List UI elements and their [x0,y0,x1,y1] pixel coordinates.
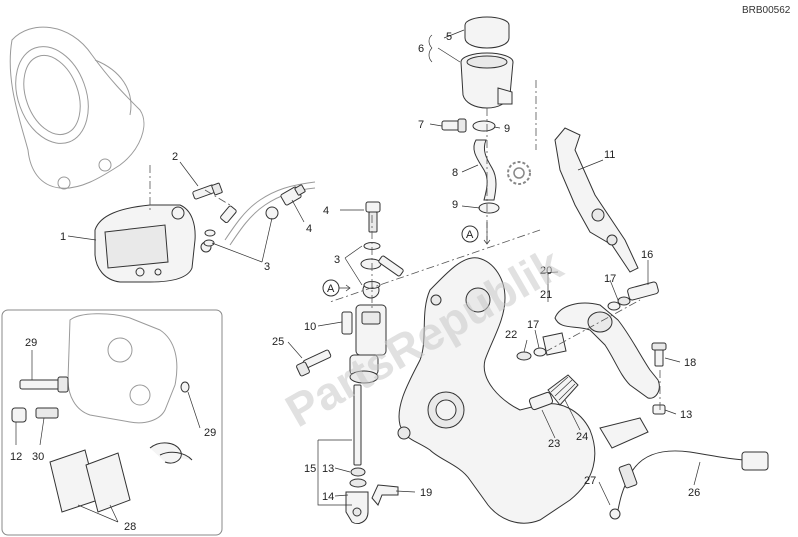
callout-28: 28 [124,521,136,533]
caliper-bleed-screw [11,407,59,423]
callout-9-upper: 9 [504,123,510,135]
leader-lines [15,29,701,523]
reference-marker-a-master: A [322,279,351,297]
callout-8: 8 [452,167,458,179]
callout-labels: 1 2 3 4 4 3 5 6 7 9 8 9 11 10 25 20 21 1… [10,31,700,533]
callout-3-master: 3 [334,254,340,266]
callout-29-pin: 29 [25,337,37,349]
pad-retainer-pin-small [180,381,190,393]
caliper-pin [19,376,69,393]
pushrod-clevis [345,491,369,525]
master-cylinder-bolt [296,349,332,377]
callout-14: 14 [322,491,334,503]
callout-15: 15 [304,463,316,475]
callout-13-left: 13 [322,463,334,475]
callout-4-bleed: 4 [306,223,312,235]
callout-23: 23 [548,438,560,450]
callout-22: 22 [505,329,517,341]
callout-11: 11 [604,149,615,161]
callout-16: 16 [641,249,653,261]
callout-3-caliper: 3 [264,261,270,273]
pedal-stop-screw [651,342,667,367]
callout-5: 5 [446,31,452,43]
sealing-washers [203,229,381,289]
rear-brake-caliper [94,204,196,283]
pedal-stop-nut [652,404,666,415]
caliper-bracket-ghost [9,26,145,190]
callout-17-left: 17 [527,319,539,331]
callout-27: 27 [584,475,596,487]
assembly-lines [149,80,661,410]
reservoir-bolt [441,118,467,133]
master-cylinder-stud [341,311,353,335]
callout-19: 19 [420,487,432,499]
svg-text:A: A [466,229,474,241]
master-cylinder-pushrod [349,384,367,488]
pedal-bushing [516,332,567,361]
callout-25: 25 [272,336,284,348]
master-cylinder-bracket [554,127,639,273]
hose-clamp-lower [478,202,500,214]
rear-brake-pedal [554,302,660,449]
brake-fluid-reservoir [460,16,514,109]
callout-17-right: 17 [604,273,616,285]
pad-spring-clip [149,442,193,464]
callout-10: 10 [304,321,316,333]
reservoir-hose [473,139,497,201]
banjo-bolt [365,201,381,233]
clevis-clip [371,484,399,506]
callout-29-clip: 29 [204,427,216,439]
svg-text:A: A [327,283,335,295]
brake-pads [49,449,131,513]
gear-icon [507,161,531,185]
footrest-frame-plate [397,257,596,524]
callout-20: 20 [540,265,552,277]
pedal-return-spring [547,374,579,406]
brake-light-switch [528,391,554,411]
pedal-pivot-bolt [607,281,659,311]
callout-1: 1 [60,231,66,243]
bleed-valve-caliper [280,184,306,206]
callout-24: 24 [576,431,588,443]
caliper-bolt [192,182,223,200]
callout-7: 7 [418,119,424,131]
callout-4-banjo: 4 [323,205,329,217]
callout-12: 12 [10,451,22,463]
callout-13-right: 13 [680,409,692,421]
hose-clamp-upper [472,120,496,132]
callout-21: 21 [540,289,552,301]
callout-18: 18 [684,357,696,369]
callout-6: 6 [418,43,424,55]
callout-30: 30 [32,451,44,463]
callout-2: 2 [172,151,178,163]
callout-26: 26 [688,487,700,499]
diagram-code: BRB00562 [742,5,791,16]
reference-marker-a-hose: A [461,222,491,245]
brake-light-switch-cable [609,450,769,520]
callout-9-lower: 9 [452,199,458,211]
